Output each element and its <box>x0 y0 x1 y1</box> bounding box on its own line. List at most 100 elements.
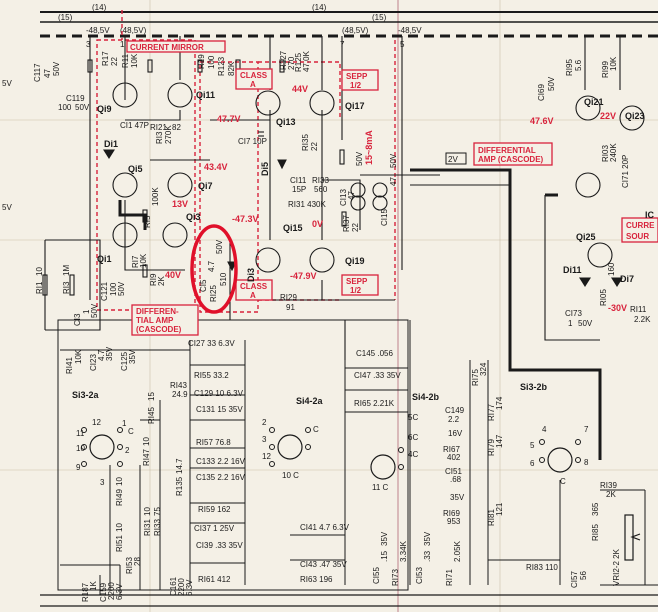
r13-label: RI3 <box>155 131 164 144</box>
c121-val: 100 <box>109 282 118 296</box>
r145-val: 15 <box>147 392 156 401</box>
r25-val: 510 <box>219 272 228 286</box>
c173-val: 1 <box>568 319 573 328</box>
highlight-circle <box>190 224 238 314</box>
r137-val: 22 <box>351 223 360 232</box>
r123-label: R123 <box>217 56 226 76</box>
c143-label: CI43 .47 35V <box>300 560 347 569</box>
rail-485-far: -48,5V <box>398 26 422 35</box>
r181-val: 121 <box>495 502 504 516</box>
r125-label: R125 <box>294 52 303 72</box>
r143-val: 24.9 <box>172 390 188 399</box>
label-current-source-1: CURRE <box>626 221 655 230</box>
label-diff-right-1: DIFFERENTIAL <box>478 146 536 155</box>
r135b-label: R135 <box>175 476 184 496</box>
voltage-40v: 40V <box>165 270 181 280</box>
q9-label: Qi9 <box>97 104 112 114</box>
rail-14-right: (14) <box>312 3 327 12</box>
q7-label: Qi7 <box>198 181 213 191</box>
vr12-pot <box>624 514 641 561</box>
r11v-label: RI1 <box>35 281 44 294</box>
sw-n-3b: 3 <box>262 435 267 444</box>
edge-5v2: 5V <box>2 203 12 212</box>
c119-label: C119 <box>66 94 85 103</box>
diodes <box>103 149 623 288</box>
r171-val: 2.05K <box>453 540 462 562</box>
voltage-477v: 47.7V <box>217 114 241 124</box>
si4-2b-label: Si4-2b <box>412 392 440 402</box>
r177-val: 174 <box>495 396 504 410</box>
c151-label: CI51 <box>445 467 462 476</box>
r199-val: 10K <box>609 56 618 71</box>
transistors <box>112 82 645 273</box>
r147-val: 10 <box>142 437 151 446</box>
c15-volt: 50V <box>215 239 224 254</box>
c17-label: CI7 10P <box>238 137 267 146</box>
r185-label: RI85 <box>591 524 600 541</box>
voltage-479v: -47.9V <box>290 271 317 281</box>
voltage-13v: 13V <box>172 199 188 209</box>
q23-label: Qi23 <box>625 111 645 121</box>
rail-485-left: -48,5V <box>86 26 110 35</box>
c153-label: CI53 <box>415 567 424 584</box>
voltage-annotations: 44V 47.7V 43.4V 13V 40V -47.3V -47.9V 0V… <box>165 84 627 313</box>
q15-label: Qi15 <box>283 223 303 233</box>
r171-label: RI71 <box>445 569 454 586</box>
sw-c-c: C <box>560 477 566 486</box>
c149-val: 2.2 <box>448 415 460 424</box>
r177-label: RI77 <box>487 404 496 421</box>
label-sepp-bot-2: 1/2 <box>350 286 362 295</box>
switch-numbers: 12 11 10 9 1 2 3 C C 2 3 12 10 C 11 C 5C… <box>76 413 589 492</box>
supply-rails <box>40 11 658 607</box>
sw-4c: 4C <box>408 450 418 459</box>
ic-label: IC <box>645 210 655 220</box>
r17-label: R17 <box>101 51 110 66</box>
c151-volt: 35V <box>450 493 465 502</box>
c135-label: C135 2.2 16V <box>196 473 246 482</box>
component-labels-bottom: RI41 10K CI23 4.7 35V C125 35V Si3-2a Si… <box>65 339 621 602</box>
c15-val: 4.7 <box>207 260 216 272</box>
r105-label: RI05 <box>599 289 608 306</box>
r103-val: 240K <box>609 143 618 162</box>
q3-label: Qi3 <box>186 212 201 222</box>
label-class-a-top-1: CLASS <box>240 71 268 80</box>
c157-val: 56 <box>579 571 588 580</box>
c117-val: 47 <box>43 69 52 78</box>
r133b-val: 75 <box>153 507 162 516</box>
sw-n-8c: 8 <box>584 458 589 467</box>
r121-label: RI21 <box>150 123 167 132</box>
rail-485-right: (48,5V) <box>342 26 369 35</box>
c169-label: CI69 <box>537 84 546 101</box>
r157-label: RI57 76.8 <box>196 438 231 447</box>
r17-val: 22 <box>110 57 119 66</box>
c119-val: 100 <box>58 103 72 112</box>
r123-val: 82K <box>227 61 236 76</box>
r187-label: R187 <box>81 582 90 602</box>
r139-val: 2K <box>606 490 616 499</box>
q21-label: Qi21 <box>584 97 604 107</box>
r147-label: RI47 <box>142 449 151 466</box>
d5-label: Di5 <box>260 162 270 176</box>
r163-label: RI63 196 <box>300 575 333 584</box>
r167-val: 402 <box>447 453 461 462</box>
r105-val: 160 <box>607 262 616 276</box>
r19-label: R19 <box>197 54 206 69</box>
c111-label: CI11 <box>290 176 307 185</box>
d11-label: Di11 <box>563 265 582 275</box>
c145-label: C145 .056 <box>356 349 393 358</box>
r161-label: RI61 412 <box>198 575 231 584</box>
r129-label: RI29 <box>280 293 297 302</box>
wiring-top <box>44 36 621 360</box>
sw-n-9: 9 <box>76 463 81 472</box>
r149-val: 10 <box>115 477 124 486</box>
rotary-switches <box>89 434 573 480</box>
sw-n-2b: 2 <box>262 418 267 427</box>
sw-n-12: 12 <box>92 418 101 427</box>
q13-label: Qi13 <box>276 117 296 127</box>
r135b-val: 14.7 <box>175 458 184 474</box>
r15-label: RI5 <box>143 215 152 228</box>
c15-label: CI5 <box>199 279 208 292</box>
r131-label: RI31 430K <box>288 200 326 209</box>
c159-volt: 6.3V <box>115 583 124 600</box>
r15-val: 100K <box>151 187 160 206</box>
